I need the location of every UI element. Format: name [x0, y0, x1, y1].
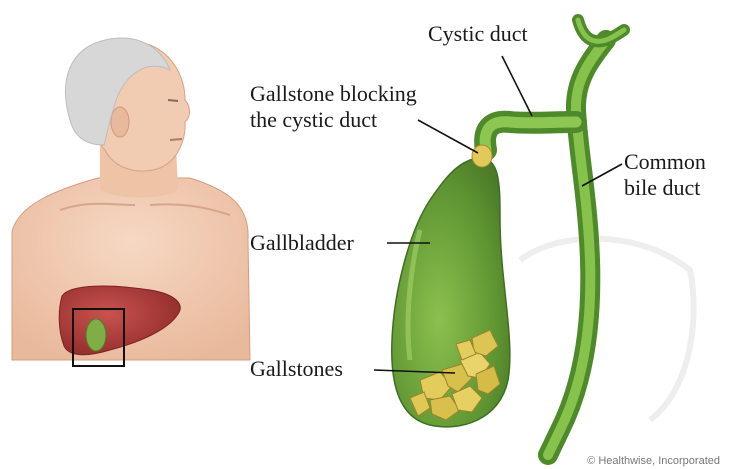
label-common-bile-duct-line2: bile duct — [624, 176, 700, 200]
small-gallbladder — [86, 319, 106, 351]
leader-blocking-gallstone — [418, 120, 478, 153]
human-figure-illustration — [12, 38, 250, 366]
label-gallstones: Gallstones — [250, 357, 343, 381]
label-common-bile-duct-line1: Common — [624, 150, 706, 174]
label-gallbladder: Gallbladder — [250, 231, 354, 255]
label-cystic-duct: Cystic duct — [428, 22, 528, 46]
enlarged-gallbladder-illustration — [374, 20, 694, 455]
blocking-gallstone — [472, 145, 492, 167]
label-gallstone-blocking-line1: Gallstone blocking — [250, 82, 417, 106]
label-gallstone-blocking-line2: the cystic duct — [250, 108, 377, 132]
leader-cystic-duct — [502, 56, 532, 116]
copyright-credit: © Healthwise, Incorporated — [587, 455, 720, 467]
